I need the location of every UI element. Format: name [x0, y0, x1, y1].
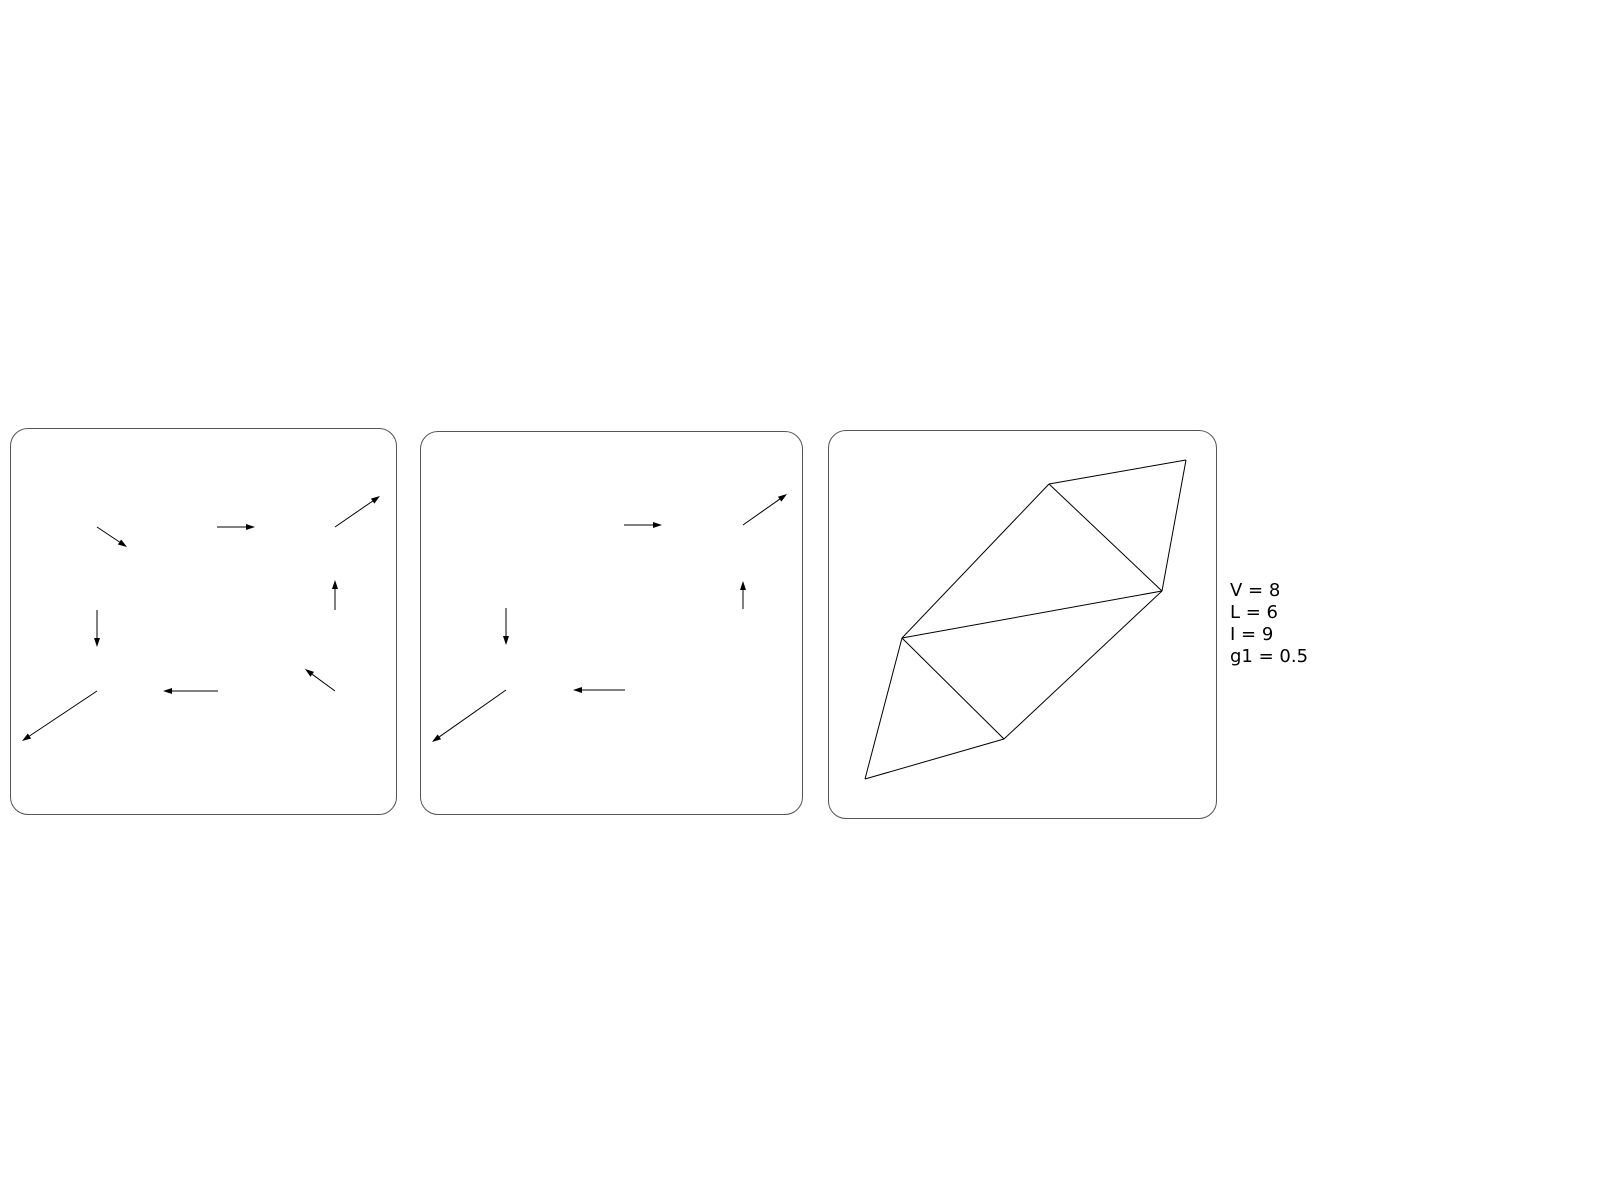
mesh-edge-2 [1161, 459, 1187, 592]
mesh-edge-8 [864, 637, 903, 780]
mesh-edge-7 [901, 637, 1005, 740]
arrow-bottom-right [305, 669, 336, 692]
mesh-edge-5 [901, 590, 1163, 639]
mesh-edge-1 [1048, 459, 1187, 485]
stats-legend: V = 8 L = 6 I = 9 g1 = 0.5 [1230, 580, 1308, 668]
arrow-bottom-left [22, 690, 98, 741]
arrow-bottom-center [163, 688, 218, 694]
arrow-top-right [742, 494, 787, 526]
arrow-right-middle [740, 581, 746, 609]
triangle-mesh [864, 459, 1187, 780]
vector-panel-1 [10, 428, 397, 815]
arrow-bottom-left [432, 689, 507, 742]
arrow-top-left [96, 526, 127, 547]
arrow-left-middle [503, 608, 509, 645]
vector-panel-2 [420, 431, 803, 815]
arrow-bottom-center [573, 687, 625, 693]
stat-i: I = 9 [1230, 624, 1274, 645]
stat-g1: g1 = 0.5 [1230, 646, 1309, 667]
mesh-edge-3 [1048, 483, 1163, 592]
mesh-panel [828, 430, 1217, 819]
vector-field-2 [432, 494, 787, 742]
arrow-top-right [334, 496, 380, 528]
arrow-left-middle [94, 610, 100, 647]
arrow-top-center [217, 524, 255, 530]
mesh-edge-6 [1003, 590, 1163, 740]
mesh-edge-4 [901, 483, 1050, 639]
arrow-top-center [624, 522, 662, 528]
mesh-edge-9 [864, 738, 1005, 780]
arrow-right-middle [332, 580, 338, 610]
vector-field-1 [22, 496, 380, 741]
stat-v: V = 8 [1230, 580, 1281, 601]
stat-l: L = 6 [1230, 602, 1279, 623]
